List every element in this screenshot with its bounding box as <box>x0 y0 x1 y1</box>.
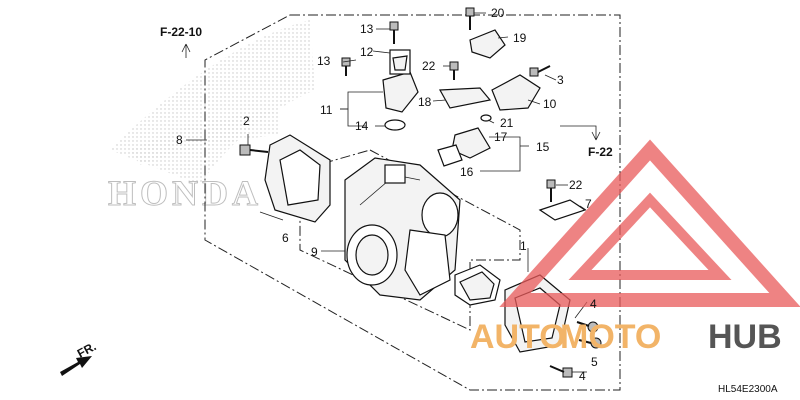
callout-labels: 1 2 3 4 4 5 6 7 8 9 10 11 12 13 13 14 15… <box>176 6 598 383</box>
ref-arrow-down <box>560 125 601 141</box>
part-4-screws <box>549 321 602 378</box>
watermark-triangle-outer <box>499 139 800 307</box>
callout-21: 21 <box>500 116 514 130</box>
callout-4-lower: 4 <box>579 369 586 383</box>
part-9-throttle-body <box>344 157 461 301</box>
callout-6: 6 <box>282 231 289 245</box>
part-11-injector <box>382 49 419 131</box>
callout-19: 19 <box>513 31 527 45</box>
callout-13-lower: 13 <box>317 54 331 68</box>
part-7-plate <box>538 179 587 221</box>
part-6-cover <box>264 134 331 223</box>
callout-16: 16 <box>460 165 474 179</box>
honda-logo-text: HONDA <box>108 173 262 213</box>
callout-9: 9 <box>311 245 318 259</box>
callout-5: 5 <box>591 355 598 369</box>
diagram-code: HL54E2300A <box>718 384 778 395</box>
part-18-bracket <box>439 7 506 109</box>
callout-11: 11 <box>320 103 333 117</box>
callout-17: 17 <box>494 130 508 144</box>
assembly-frame <box>204 14 621 391</box>
fr-label: FR. <box>75 339 99 360</box>
callout-13-upper: 13 <box>360 22 374 36</box>
fr-arrow-icon <box>60 356 92 376</box>
watermark-triangle-inner <box>568 192 732 280</box>
part-15-injector-set <box>437 114 492 167</box>
callout-20: 20 <box>491 6 505 20</box>
callout-22-upper: 22 <box>422 59 436 73</box>
leader-lines <box>186 12 588 373</box>
part-13-bolts <box>341 21 399 76</box>
callout-1: 1 <box>520 239 527 253</box>
callout-12: 12 <box>360 45 374 59</box>
part-2-bolt <box>239 144 269 156</box>
watermark-text-auto: AUTO <box>470 318 566 356</box>
callout-4-upper: 4 <box>590 297 597 311</box>
callout-15: 15 <box>536 140 550 154</box>
callout-2: 2 <box>243 114 250 128</box>
callout-7: 7 <box>585 197 592 211</box>
automotohub-watermark: AUTO MOTO HUB <box>470 139 800 356</box>
front-direction-arrow: FR. <box>60 339 98 376</box>
callout-8: 8 <box>176 133 183 147</box>
callout-18: 18 <box>418 95 432 109</box>
callout-14: 14 <box>355 119 369 133</box>
callout-3: 3 <box>557 73 564 87</box>
ref-label-f-22-10: F-22-10 <box>160 25 202 39</box>
watermark-text-moto: MOTO <box>560 318 661 356</box>
part-10-injector <box>491 65 551 111</box>
ref-arrow-up <box>181 43 191 58</box>
ref-label-f-22: F-22 <box>588 145 613 159</box>
callout-22-lower: 22 <box>569 178 583 192</box>
watermark-text-hub: HUB <box>708 318 782 356</box>
callout-10: 10 <box>543 97 557 111</box>
